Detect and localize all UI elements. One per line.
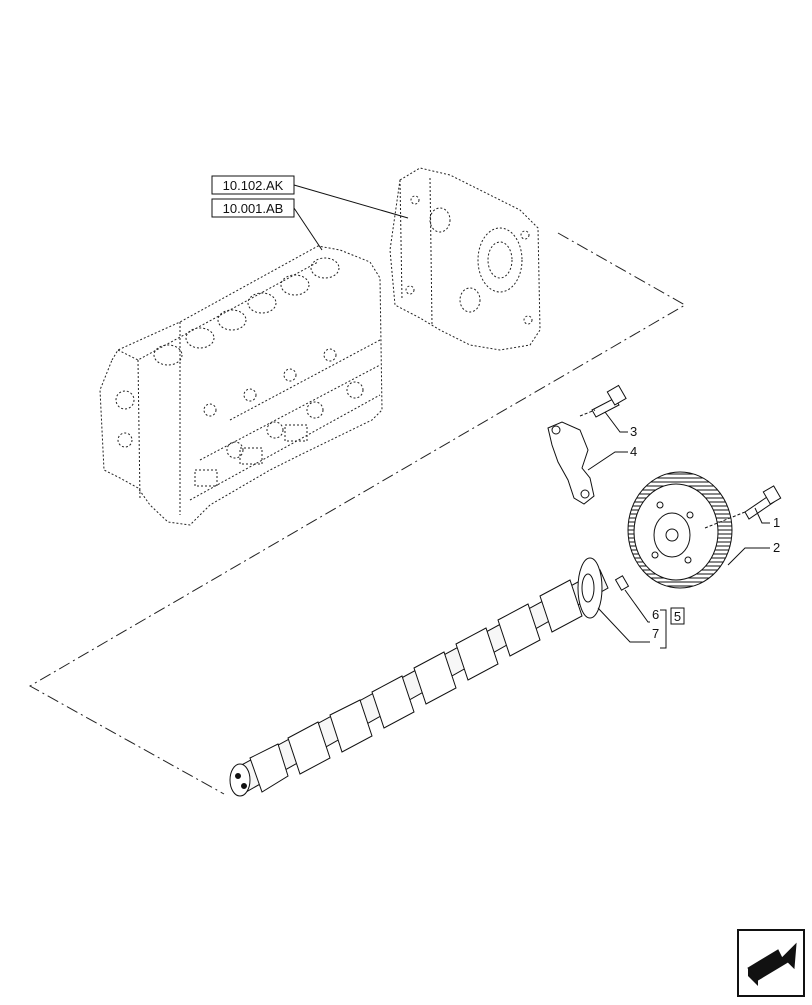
bolt-3 xyxy=(591,384,627,418)
bolt-axis-line xyxy=(579,409,596,417)
cam-gear xyxy=(627,471,733,589)
camshaft xyxy=(229,557,609,797)
reference-leader-line xyxy=(293,184,409,219)
callout-5: 5 xyxy=(674,609,681,624)
callout-2: 2 xyxy=(773,540,780,555)
next-page-arrow-icon[interactable] xyxy=(737,929,805,997)
callout-5-kit-box: 5 xyxy=(670,607,685,625)
reference-label: 10.001.AB xyxy=(223,201,284,216)
bolt-axis-line xyxy=(704,511,746,529)
callout-6: 6 xyxy=(652,607,659,622)
reference-box-10-102-AK[interactable]: 10.102.AK xyxy=(211,175,295,195)
callout-1: 1 xyxy=(773,515,780,530)
reference-box-10-001-AB[interactable]: 10.001.AB xyxy=(211,198,295,218)
bolt-1 xyxy=(744,485,782,520)
callout-4: 4 xyxy=(630,444,637,459)
callout-leaders xyxy=(587,411,770,649)
callout-7: 7 xyxy=(652,626,659,641)
pin-6 xyxy=(614,575,630,591)
reference-label: 10.102.AK xyxy=(223,178,284,193)
timing-cover-ghost xyxy=(389,167,541,351)
engine-block-ghost xyxy=(99,245,383,526)
callout-3: 3 xyxy=(630,424,637,439)
assembly-outline xyxy=(28,232,687,795)
reference-leader-line xyxy=(293,207,323,251)
thrust-plate-4 xyxy=(547,421,595,505)
